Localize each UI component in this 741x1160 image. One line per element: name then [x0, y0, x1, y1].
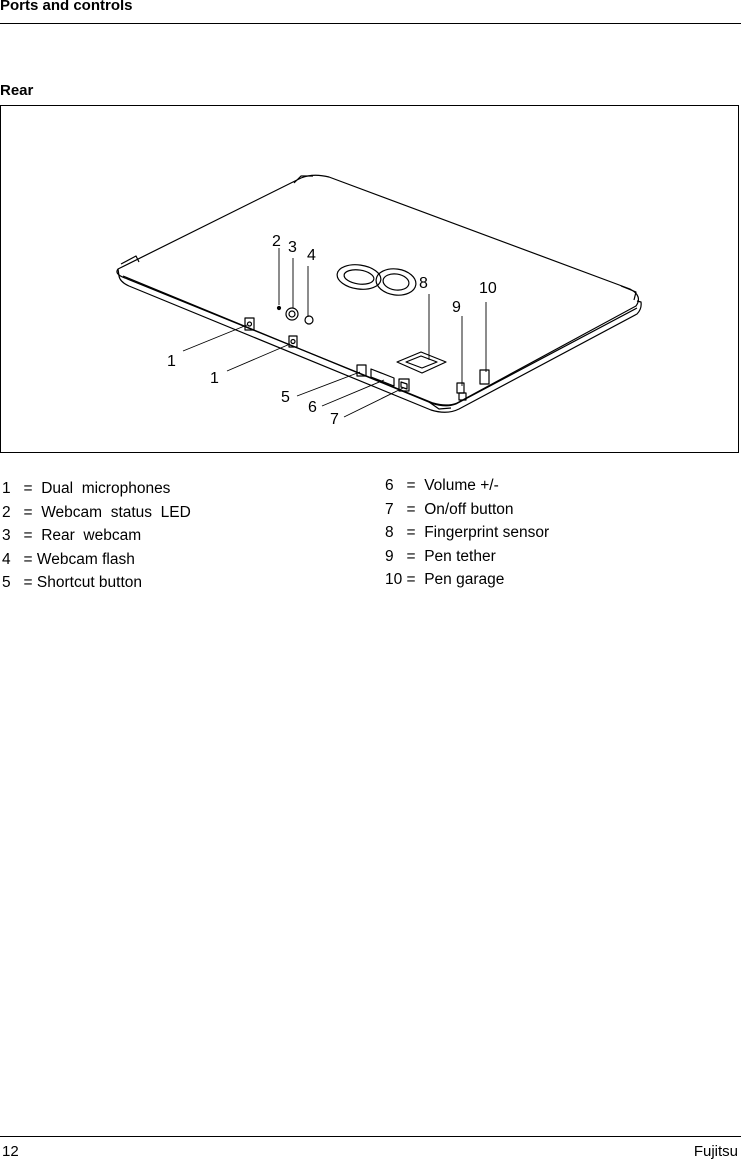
callout-4: 4	[307, 247, 316, 264]
page-header-title: Ports and controls	[0, 0, 133, 14]
power-button	[398, 378, 410, 392]
legend-item: 8 = Fingerprint sensor	[385, 524, 550, 541]
legend-item: 7 = On/off button	[385, 500, 514, 518]
legend-item: 5 = Shortcut button	[2, 574, 143, 591]
legend-item: 6 = Volume +/-	[385, 477, 499, 494]
legend-right-column: 6 = Volume +/- 7 = On/off button 8 = Fin…	[385, 474, 549, 592]
pen-tether	[456, 382, 465, 394]
legend-item: 1 = Dual microphones	[2, 480, 171, 497]
callout-10: 10	[479, 280, 497, 297]
callout-8: 8	[419, 275, 428, 292]
legend-item: 10 = Pen garage	[385, 571, 505, 588]
legend-item: 3 = Rear webcam	[2, 527, 142, 544]
pen-garage	[479, 369, 490, 385]
callout-7: 7	[330, 411, 339, 428]
legend-item: 9 = Pen tether	[385, 547, 496, 565]
tablet-rear-illustration: 1 1 2 3 4 5 6 7 8 9 10	[116, 174, 642, 428]
fingerprint-sensor-frame	[396, 351, 447, 374]
callout-1a: 1	[167, 353, 176, 370]
microphone-port-2	[288, 335, 298, 348]
page-number: 12	[2, 1143, 19, 1160]
rear-view-figure: 1 1 2 3 4 5 6 7 8 9 10	[0, 105, 739, 453]
tablet-side-edge	[117, 268, 642, 413]
section-title: Rear	[0, 82, 34, 99]
webcam-flash	[304, 315, 314, 325]
callout-9: 9	[452, 299, 461, 316]
rear-webcam-lens	[285, 307, 299, 321]
callout-6: 6	[308, 399, 317, 416]
tablet-back-outline	[116, 174, 640, 406]
legend-item: 2 = Webcam status LED	[2, 503, 191, 521]
volume-rocker	[370, 368, 395, 387]
legend-item: 4 = Webcam flash	[2, 550, 135, 568]
webcam-status-led	[276, 305, 282, 311]
microphone-port-1	[244, 317, 255, 331]
footer-divider	[0, 1136, 741, 1137]
brand-logo-left-loop	[336, 264, 382, 290]
callout-2: 2	[272, 233, 281, 250]
header-divider	[0, 23, 741, 24]
brand-logo-right-loop	[375, 268, 417, 296]
callout-5: 5	[281, 389, 290, 406]
shortcut-button	[356, 364, 367, 377]
legend-left-column: 1 = Dual microphones 2 = Webcam status L…	[2, 477, 191, 595]
tablet-side-inner	[122, 275, 638, 407]
footer-brand: Fujitsu	[693, 1143, 738, 1160]
callout-3: 3	[288, 239, 297, 256]
callout-1b: 1	[210, 370, 219, 387]
